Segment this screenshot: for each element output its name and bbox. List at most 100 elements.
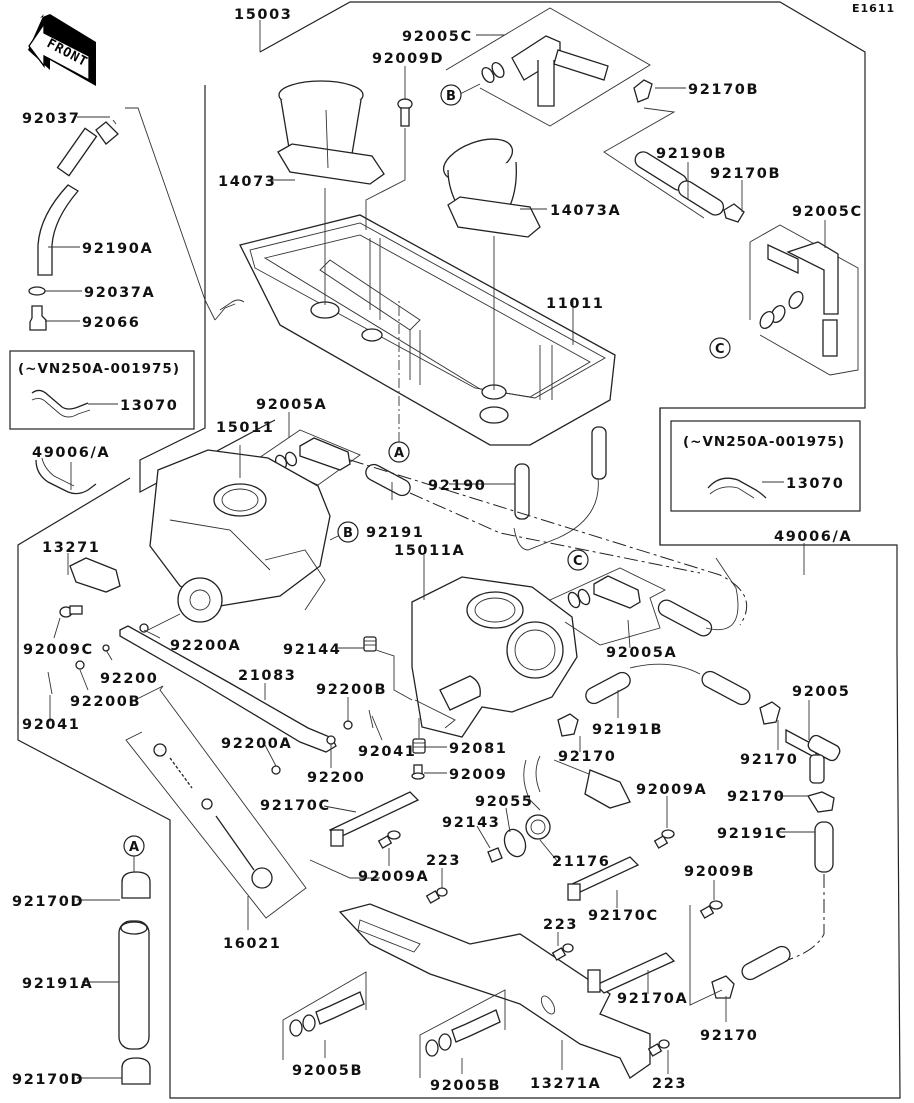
washer-92200B-mid <box>343 720 353 730</box>
bracket-92170A <box>594 952 676 994</box>
variant-box-right <box>670 420 861 512</box>
label-15003: 15003 <box>234 7 292 23</box>
clamp-92170-d <box>711 975 735 999</box>
washer-92200A-top <box>139 623 149 633</box>
label-15011: 15011 <box>216 420 274 436</box>
label-92009: 92009 <box>449 767 507 783</box>
label-92170D-bottom: 92170D <box>12 1072 84 1088</box>
label-92005A-right: 92005A <box>606 645 677 661</box>
hose-right-upper <box>657 599 713 637</box>
label-92200-left: 92200 <box>100 671 158 687</box>
screw-92009B <box>699 900 723 919</box>
screw-223-c <box>647 1039 670 1057</box>
label-92005B-right: 92005B <box>430 1078 501 1094</box>
washer-92200-mid <box>326 735 336 745</box>
label-14073A: 14073A <box>550 203 621 219</box>
hose-right-lower <box>701 670 751 706</box>
label-92191C: 92191C <box>717 826 788 842</box>
label-92037: 92037 <box>22 111 80 127</box>
figure-id: E1611 <box>852 2 895 15</box>
label-92144: 92144 <box>283 642 341 658</box>
label-92170-a: 92170 <box>558 749 616 765</box>
ref-marker-B-top: B <box>440 84 462 106</box>
pin-92041-mid <box>368 709 374 729</box>
ref-marker-C-right: C <box>709 337 731 359</box>
svg-text:C: C <box>573 554 583 569</box>
clamp-92170B-top <box>633 79 653 103</box>
label-13271: 13271 <box>42 540 100 556</box>
label-92009D: 92009D <box>372 51 444 67</box>
label-92143: 92143 <box>442 815 500 831</box>
variant-condition-left: (~VN250A-001975) <box>18 361 180 377</box>
label-92170B-mid: 92170B <box>710 166 781 182</box>
label-92005A-top: 92005A <box>256 397 327 413</box>
funnel-14073A <box>442 138 541 238</box>
label-92190A: 92190A <box>82 241 153 257</box>
label-92190B: 92190B <box>656 146 727 162</box>
svg-text:B: B <box>343 526 353 541</box>
clamp-92170D-bottom <box>121 1057 151 1085</box>
label-92066: 92066 <box>82 315 140 331</box>
label-223-a: 223 <box>426 853 461 869</box>
carburetor-15011A <box>411 576 578 738</box>
hose-92191A <box>118 920 150 1050</box>
screw-223-a <box>425 887 448 904</box>
sensor-21176 <box>503 755 631 858</box>
label-223-c: 223 <box>652 1076 687 1092</box>
screw-223-b <box>551 943 574 961</box>
fitting-92005A-top <box>255 429 361 486</box>
svg-text:B: B <box>446 89 456 104</box>
fitting-92005B-right <box>419 989 506 1078</box>
hose-92191B <box>585 671 631 705</box>
screw-92009D <box>397 98 413 127</box>
label-92005C-right: 92005C <box>792 204 863 220</box>
fitting-92005A-right <box>549 567 666 646</box>
elbow-92005C-right <box>749 224 859 376</box>
label-13271A: 13271A <box>530 1076 601 1092</box>
label-92170A: 92170A <box>617 991 688 1007</box>
label-92200B-left: 92200B <box>70 694 141 710</box>
clamp-92170-a <box>557 713 579 737</box>
hose-92190-right <box>591 426 607 480</box>
carburetor-15011 <box>149 449 331 623</box>
variant-condition-right: (~VN250A-001975) <box>683 434 845 450</box>
ref-marker-B-mid: B <box>337 521 359 543</box>
bracket-13271 <box>69 557 121 593</box>
label-21083: 21083 <box>238 668 296 684</box>
clamp-92170-c <box>806 791 835 813</box>
hose-92191C <box>814 821 834 873</box>
bracket-92170C-top-end <box>330 829 344 847</box>
screw-92009A-left <box>377 830 401 849</box>
label-16021: 16021 <box>223 936 281 952</box>
screw-92009A-right <box>653 829 675 849</box>
pin-92041-left <box>47 671 53 695</box>
label-92041-mid: 92041 <box>358 744 416 760</box>
label-92200A-mid: 92200A <box>221 736 292 752</box>
label-92055: 92055 <box>475 794 533 810</box>
variant-box-left <box>9 350 195 430</box>
label-92009A-left: 92009A <box>358 869 429 885</box>
label-92191A: 92191A <box>22 976 93 992</box>
fitting-92005B-left <box>282 971 367 1060</box>
label-49006A-right: 49006/A <box>774 529 852 545</box>
label-11011: 11011 <box>546 296 604 312</box>
label-13070-right: 13070 <box>786 476 844 492</box>
label-92005C-top: 92005C <box>402 29 473 45</box>
label-92037A: 92037A <box>84 285 155 301</box>
hose-92190B <box>634 151 725 216</box>
ref-marker-A-bottom: A <box>123 835 145 857</box>
fitting-92066 <box>29 305 47 331</box>
label-92170D-top: 92170D <box>12 894 84 910</box>
ref-marker-A-mid: A <box>388 441 410 463</box>
label-92170-d: 92170 <box>700 1028 758 1044</box>
elbow-92005C-top <box>445 7 651 127</box>
label-14073: 14073 <box>218 174 276 190</box>
pin-92143 <box>487 847 503 863</box>
bracket-92170C-mid-end <box>567 883 581 901</box>
leader-lines <box>45 20 826 1079</box>
clamp-92037A <box>28 286 46 296</box>
screw-92009 <box>411 764 425 780</box>
label-92009A-right: 92009A <box>636 782 707 798</box>
ref-marker-C-mid: C <box>567 549 589 571</box>
